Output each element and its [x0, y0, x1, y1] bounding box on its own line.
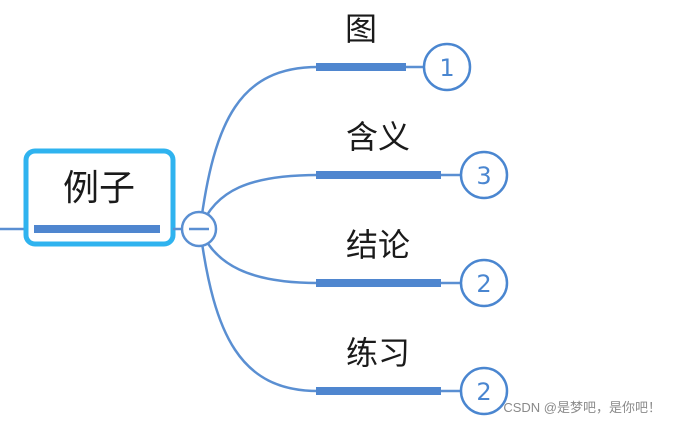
branch-count-4: 2: [476, 378, 491, 406]
branch-curve-4: [198, 228, 319, 393]
collapse-button[interactable]: [180, 210, 218, 248]
branch-label-4: 练习: [346, 334, 410, 372]
branch-underline-4: [316, 387, 441, 395]
central-topic-box[interactable]: [23, 148, 176, 247]
branch-topic-3[interactable]: 结论 2: [316, 226, 509, 308]
watermark: CSDN @是梦吧，是你吧！: [503, 400, 661, 415]
branch-curve-3: [198, 228, 319, 285]
branch-label-2: 含义: [346, 118, 410, 156]
branch-count-badge-3[interactable]: [459, 258, 509, 308]
branch-topic-2[interactable]: 含义 3: [316, 118, 509, 200]
branch-topic-4[interactable]: 练习 2: [316, 334, 509, 416]
branch-underline-2: [316, 171, 441, 179]
central-topic-underline: [34, 225, 160, 233]
branch-count-3: 2: [476, 270, 491, 298]
branch-underline-1: [316, 63, 406, 71]
branch-curve-1: [198, 65, 319, 230]
branch-topic-1[interactable]: 图 1: [316, 10, 472, 92]
branch-underline-3: [316, 279, 441, 287]
branch-label-1: 图: [345, 10, 377, 48]
branch-label-3: 结论: [346, 226, 410, 264]
branch-count-badge-4[interactable]: [459, 366, 509, 416]
branch-count-badge-2[interactable]: [459, 150, 509, 200]
branch-count-2: 3: [476, 162, 491, 190]
central-topic[interactable]: 例子: [23, 148, 176, 247]
branch-count-badge-1[interactable]: [422, 42, 472, 92]
central-topic-label: 例子: [63, 168, 135, 209]
branch-count-1: 1: [439, 54, 454, 82]
branch-curve-2: [198, 173, 319, 230]
